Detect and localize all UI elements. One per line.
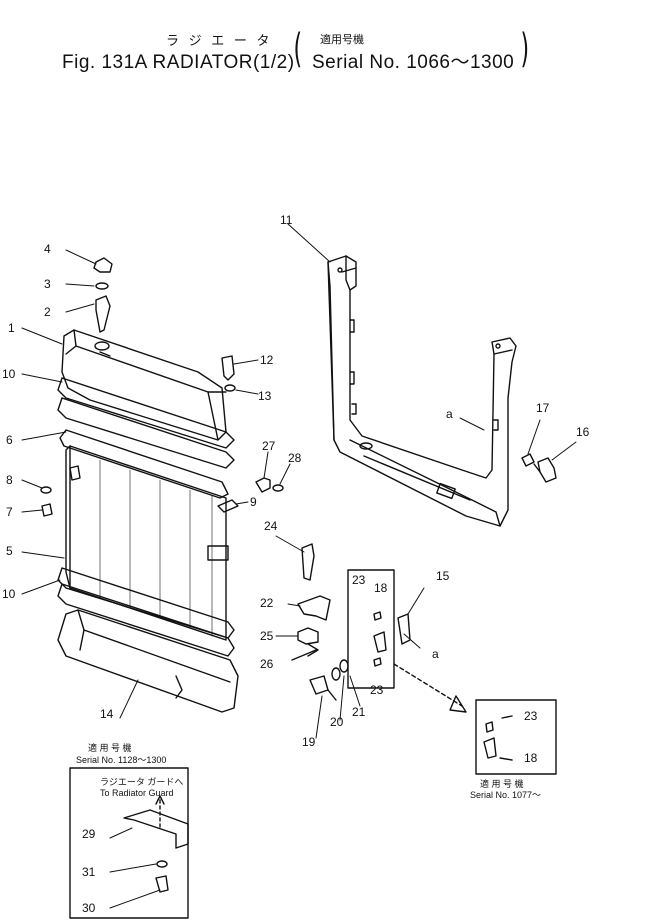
part-label-3: 3 bbox=[44, 277, 51, 291]
part-label-19: 19 bbox=[302, 735, 316, 749]
pointer-label-a-upper: a bbox=[446, 407, 453, 421]
part-label-6: 6 bbox=[6, 433, 13, 447]
part-label-16: 16 bbox=[576, 425, 590, 439]
part-label-26: 26 bbox=[260, 657, 274, 671]
leader-lines bbox=[21, 223, 577, 909]
part-label-28: 28 bbox=[288, 451, 302, 465]
pointer-label-a-lower: a bbox=[432, 647, 439, 661]
radiator-guard-frame bbox=[327, 255, 517, 527]
part-label-13: 13 bbox=[258, 389, 272, 403]
inset-left-jp-label: 適 用 号 機 bbox=[88, 743, 132, 753]
part-label-27: 27 bbox=[262, 439, 276, 453]
open-paren: ( bbox=[293, 26, 303, 72]
gasket-plates bbox=[57, 377, 235, 657]
inset-left-drawing bbox=[123, 795, 189, 893]
part-label-18-top: 18 bbox=[374, 581, 388, 595]
figure-title: Fig. 131A RADIATOR(1/2) bbox=[62, 52, 295, 73]
part-label-24: 24 bbox=[264, 519, 278, 533]
part-label-25: 25 bbox=[260, 629, 274, 643]
bottom-pan bbox=[57, 609, 239, 713]
arrow-to-serial-1077 bbox=[393, 663, 467, 713]
part-label-17: 17 bbox=[536, 401, 550, 415]
part-label-8: 8 bbox=[6, 473, 13, 487]
part-label-31: 31 bbox=[82, 865, 96, 879]
part-label-23-inset: 23 bbox=[524, 709, 538, 723]
mount-brackets bbox=[291, 569, 411, 701]
part-label-20: 20 bbox=[330, 715, 344, 729]
part-label-23-top: 23 bbox=[352, 573, 366, 587]
inset-right-drawing bbox=[475, 699, 557, 775]
part-label-29: 29 bbox=[82, 827, 96, 841]
part-label-4: 4 bbox=[44, 242, 51, 256]
inset-left-serial: Serial No. 1128～1300 bbox=[76, 755, 167, 765]
inset-right-serial: Serial No. 1077～ bbox=[470, 790, 542, 800]
bolts-and-washers bbox=[40, 355, 315, 581]
part-label-10-bottom: 10 bbox=[2, 587, 16, 601]
part-label-11: 11 bbox=[280, 213, 293, 227]
bolt-16-washer-17 bbox=[521, 453, 557, 483]
part-label-7: 7 bbox=[6, 505, 13, 519]
radiator-core bbox=[65, 445, 229, 641]
part-label-10-top: 10 bbox=[2, 367, 16, 381]
part-label-14: 14 bbox=[100, 707, 114, 721]
part-label-21: 21 bbox=[352, 705, 366, 719]
inset-left-note-en: To Radiator Guard bbox=[100, 788, 174, 798]
japanese-title: ラ ジ エ ー タ bbox=[166, 33, 273, 48]
part-label-22: 22 bbox=[260, 596, 274, 610]
part-label-2: 2 bbox=[44, 305, 51, 319]
cap-parts bbox=[93, 257, 113, 333]
part-label-1: 1 bbox=[8, 321, 15, 335]
japanese-serial-label: 適用号機 bbox=[320, 34, 364, 46]
radiator-top-tank bbox=[61, 329, 227, 441]
part-label-30: 30 bbox=[82, 901, 96, 915]
part-label-15: 15 bbox=[436, 569, 450, 583]
part-label-5: 5 bbox=[6, 544, 13, 558]
part-label-18-inset: 18 bbox=[524, 751, 538, 765]
part-label-12: 12 bbox=[260, 353, 274, 367]
part-label-9: 9 bbox=[250, 495, 257, 509]
close-paren: ) bbox=[520, 26, 530, 72]
serial-range: Serial No. 1066～1300 bbox=[312, 52, 515, 73]
inset-right-jp-label: 適 用 号 機 bbox=[480, 779, 524, 789]
inset-left-note-jp: ラジエータ ガードへ bbox=[100, 777, 184, 787]
inset-left-frame bbox=[69, 767, 189, 919]
part-label-23-mid: 23 bbox=[370, 683, 384, 697]
